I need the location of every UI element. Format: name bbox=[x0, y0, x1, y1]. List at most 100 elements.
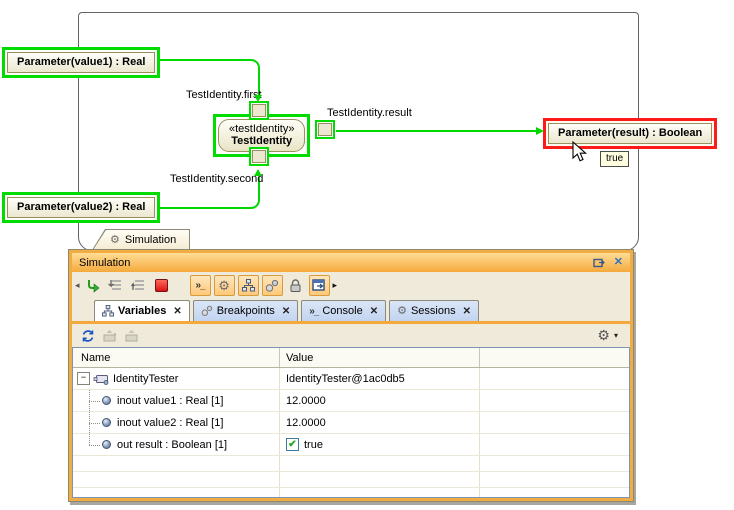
tree-line bbox=[89, 444, 100, 446]
sessions-window-icon bbox=[312, 279, 325, 291]
variables-tree-icon bbox=[241, 279, 255, 292]
simulation-toolbar: ◂ bbox=[72, 272, 630, 299]
step-into-icon bbox=[108, 280, 122, 290]
lock-button[interactable] bbox=[286, 276, 306, 296]
column-header-name[interactable]: Name bbox=[73, 348, 280, 367]
value-tooltip: true bbox=[600, 151, 630, 167]
tree-collapse-icon[interactable]: − bbox=[77, 372, 90, 385]
variables-table: Name Value − IdentityTester Ident bbox=[72, 347, 630, 498]
tab-close-icon[interactable]: ✕ bbox=[281, 305, 291, 317]
toolbar-overflow-icon[interactable]: ▸ bbox=[332, 280, 338, 290]
tab-breakpoints-label: Breakpoints bbox=[216, 305, 275, 317]
tab-sessions-label: Sessions bbox=[410, 305, 456, 317]
tab-console[interactable]: »_ Console ✕ bbox=[301, 300, 387, 321]
options-gear-icon: ⚙ bbox=[597, 327, 610, 343]
output-pin-result[interactable] bbox=[315, 120, 335, 139]
toggle-variables-button[interactable] bbox=[237, 275, 259, 296]
tree-line bbox=[89, 400, 100, 402]
table-header: Name Value bbox=[73, 348, 629, 368]
param-node-value2-label: Parameter(value2) : Real bbox=[7, 197, 156, 218]
dock-tab-simulation[interactable]: ⚙ Simulation bbox=[92, 229, 190, 250]
pin-value-icon bbox=[102, 418, 111, 427]
table-row[interactable]: inout value1 : Real [1] 12.0000 bbox=[73, 390, 629, 412]
breakpoints-icon bbox=[201, 305, 212, 316]
breakpoints-icon bbox=[265, 279, 279, 292]
param-node-value2[interactable]: Parameter(value2) : Real bbox=[2, 192, 161, 223]
table-row[interactable]: − IdentityTester IdentityTester@1ac0db5 bbox=[73, 368, 629, 390]
tab-variables[interactable]: Variables ✕ bbox=[94, 300, 190, 321]
tab-variables-label: Variables bbox=[118, 305, 167, 317]
row-value: 12.0000 bbox=[280, 390, 480, 411]
mouse-cursor bbox=[572, 141, 588, 162]
object-instance-icon bbox=[93, 374, 109, 385]
resume-icon bbox=[87, 279, 100, 293]
row-value: 12.0000 bbox=[280, 412, 480, 433]
tab-close-icon[interactable]: ✕ bbox=[173, 305, 182, 317]
tab-breakpoints[interactable]: Breakpoints ✕ bbox=[192, 300, 299, 321]
dock-tab-label: Simulation bbox=[124, 234, 177, 246]
action-name: TestIdentity bbox=[231, 135, 293, 147]
edge-result-to-param[interactable] bbox=[336, 130, 538, 132]
tab-close-icon[interactable]: ✕ bbox=[462, 305, 471, 317]
column-header-value[interactable]: Value bbox=[280, 348, 480, 367]
edge-result-arrowhead bbox=[536, 127, 544, 135]
toggle-breakpoints-button[interactable] bbox=[261, 275, 283, 296]
toggle-sessions-window-button[interactable] bbox=[308, 275, 330, 296]
param-node-result[interactable]: Parameter(result) : Boolean bbox=[543, 118, 718, 149]
dropdown-arrow-icon: ▾ bbox=[613, 331, 618, 340]
tab-console-label: Console bbox=[322, 305, 363, 317]
action-stereotype: «testIdentity» bbox=[229, 123, 295, 135]
pin-label-first: TestIdentity.first bbox=[186, 89, 262, 101]
param-node-value1-label: Parameter(value1) : Real bbox=[7, 52, 156, 73]
param-node-value1[interactable]: Parameter(value1) : Real bbox=[2, 47, 161, 78]
table-row[interactable]: inout value2 : Real [1] 12.0000 bbox=[73, 412, 629, 434]
action-node-testidentity[interactable]: «testIdentity» TestIdentity bbox=[213, 114, 311, 157]
tree-line bbox=[89, 434, 90, 445]
step-over-icon bbox=[131, 280, 145, 290]
refresh-icon[interactable] bbox=[81, 329, 95, 343]
tab-close-icon[interactable]: ✕ bbox=[369, 305, 379, 317]
simulation-panel: Simulation ✕ ◂ bbox=[68, 249, 634, 502]
toolbar-collapse-icon[interactable]: ◂ bbox=[75, 280, 80, 290]
pin-label-result: TestIdentity.result bbox=[327, 107, 412, 119]
gear-icon: ⚙ bbox=[218, 278, 230, 293]
param-node-result-label: Parameter(result) : Boolean bbox=[548, 123, 713, 144]
panel-titlebar: Simulation ✕ bbox=[72, 253, 630, 272]
toggle-simulation-button[interactable]: ⚙ bbox=[213, 275, 235, 296]
panel-tabstrip: Variables ✕ Breakpoints ✕ »_ Console ✕ bbox=[72, 299, 630, 321]
table-row[interactable]: out result : Boolean [1] ✔ true bbox=[73, 434, 629, 456]
edge-value2-arrowhead bbox=[254, 169, 262, 176]
sessions-gear-icon: ⚙ bbox=[397, 304, 407, 317]
input-pin-first[interactable] bbox=[249, 101, 269, 120]
result-checkbox[interactable]: ✔ bbox=[286, 438, 299, 451]
panel-title: Simulation bbox=[79, 256, 131, 269]
edge-value1-to-first[interactable] bbox=[158, 59, 260, 98]
options-menu-button[interactable]: ⚙ ▾ bbox=[597, 327, 621, 343]
row-value: IdentityTester@1ac0db5 bbox=[280, 368, 480, 389]
step-over-button[interactable] bbox=[129, 276, 149, 296]
panel-close-icon[interactable]: ✕ bbox=[613, 256, 623, 268]
lock-icon bbox=[290, 278, 301, 292]
toggle-console-button[interactable]: »_ bbox=[189, 275, 211, 296]
stop-button[interactable] bbox=[152, 276, 172, 296]
row-name: inout value2 : Real [1] bbox=[117, 416, 224, 429]
float-window-icon[interactable] bbox=[593, 257, 605, 268]
pin-value-icon bbox=[102, 396, 111, 405]
export-value-icon-disabled bbox=[103, 329, 117, 341]
simulation-gear-icon: ⚙ bbox=[110, 233, 120, 246]
variables-tree-icon bbox=[102, 305, 114, 317]
tab-sessions[interactable]: ⚙ Sessions ✕ bbox=[389, 300, 479, 321]
row-name: inout value1 : Real [1] bbox=[117, 394, 224, 407]
import-value-icon-disabled bbox=[125, 329, 138, 341]
console-icon: »_ bbox=[195, 280, 205, 291]
pin-value-icon bbox=[102, 440, 111, 449]
input-pin-second[interactable] bbox=[249, 147, 269, 166]
edge-value2-to-second[interactable] bbox=[158, 177, 260, 209]
resume-button[interactable] bbox=[83, 276, 103, 296]
step-into-button[interactable] bbox=[106, 276, 126, 296]
row-name: IdentityTester bbox=[113, 372, 179, 385]
empty-row bbox=[73, 488, 629, 497]
tree-line bbox=[89, 422, 100, 424]
console-icon: »_ bbox=[309, 305, 319, 317]
